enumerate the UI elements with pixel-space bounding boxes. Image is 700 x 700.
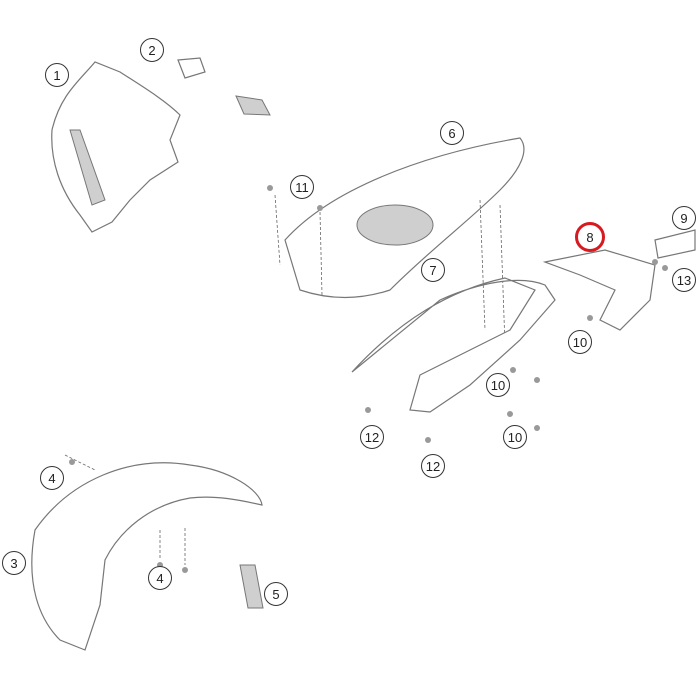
callout-10[interactable]: 10 [486, 373, 510, 397]
callout-3[interactable]: 3 [2, 551, 26, 575]
callout-6[interactable]: 6 [440, 121, 464, 145]
callout-9[interactable]: 9 [672, 206, 696, 230]
callout-11[interactable]: 11 [290, 175, 314, 199]
callout-10[interactable]: 10 [503, 425, 527, 449]
callout-5[interactable]: 5 [264, 582, 288, 606]
callout-12[interactable]: 12 [421, 454, 445, 478]
part-front-fender-3[interactable] [31, 462, 263, 651]
callout-2[interactable]: 2 [140, 38, 164, 62]
part-clip[interactable] [177, 57, 206, 79]
part-sticker-5[interactable] [239, 564, 264, 609]
part-headlight-mask-shade [69, 129, 106, 206]
callout-1[interactable]: 1 [45, 63, 69, 87]
callout-12[interactable]: 12 [360, 425, 384, 449]
callout-10[interactable]: 10 [568, 330, 592, 354]
part-fender-6-detail [356, 204, 434, 246]
part-headlight-mask[interactable] [51, 61, 181, 233]
part-clip-2[interactable] [235, 95, 271, 116]
callout-4[interactable]: 4 [148, 566, 172, 590]
callout-13[interactable]: 13 [672, 268, 696, 292]
part-rear-8[interactable] [542, 249, 656, 331]
part-side-panel-7[interactable] [351, 277, 556, 413]
callout-7[interactable]: 7 [421, 258, 445, 282]
callout-8-highlighted[interactable]: 8 [575, 222, 605, 252]
callout-4[interactable]: 4 [40, 466, 64, 490]
part-plate-9[interactable] [654, 229, 696, 259]
